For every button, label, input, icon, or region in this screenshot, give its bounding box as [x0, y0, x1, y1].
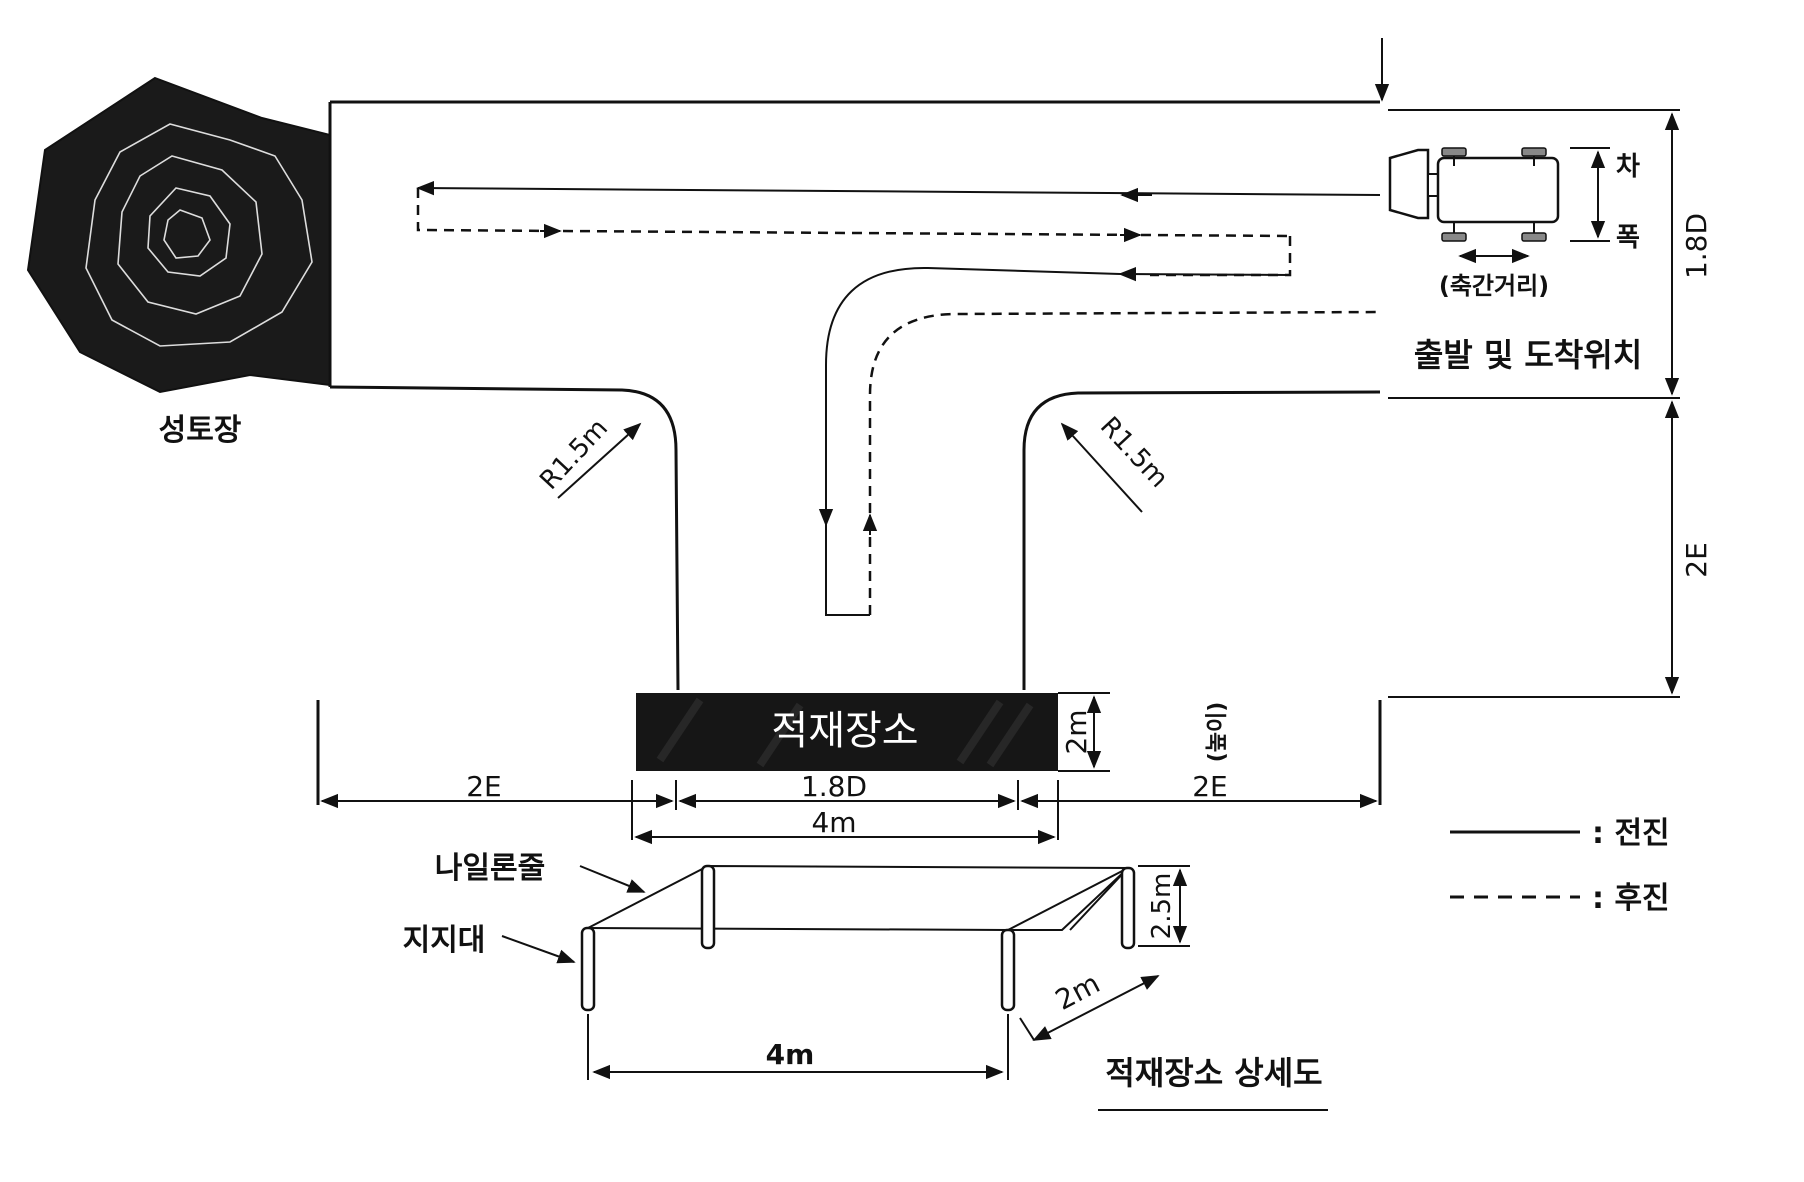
- radius-left-line: [557, 422, 642, 499]
- driving-paths: [416, 180, 1381, 616]
- stockpile-label: 성토장: [159, 413, 242, 448]
- bottom-dimension-lines: [320, 780, 1378, 845]
- stockpile-icon: [26, 76, 331, 394]
- dim-right-middle: 2E: [1680, 542, 1713, 578]
- support-post: [1120, 866, 1136, 950]
- radius-right-label: R1.5m: [1094, 411, 1174, 493]
- loading-height-label: 2m: [1060, 709, 1093, 754]
- dim-bottom-right: 2E: [1192, 770, 1228, 803]
- height-label: (높이): [1205, 702, 1230, 763]
- detail-depth-label: 2m: [1050, 966, 1105, 1016]
- loading-area-label: 적재장소: [771, 708, 918, 754]
- detail-height-label: 2.5m: [1147, 873, 1177, 940]
- dim-bottom-center: 1.8D: [801, 770, 867, 803]
- legend-forward-label: : 전진: [1592, 816, 1670, 851]
- dim-right-top: 1.8D: [1680, 213, 1713, 279]
- course-boundary: [316, 100, 1680, 805]
- dim-bottom-total: 4m: [811, 806, 856, 839]
- dim-bottom-left: 2E: [466, 770, 502, 803]
- vehicle-icon: [1388, 147, 1610, 264]
- support-post: [700, 864, 716, 950]
- support-post: [1000, 928, 1016, 1012]
- axle-distance-label: (축간거리): [1439, 272, 1549, 300]
- car-width-label-bottom: 폭: [1616, 223, 1640, 253]
- radius-right-line: [1060, 422, 1143, 513]
- car-width-label-top: 차: [1616, 152, 1640, 182]
- detail-width-label: 4m: [766, 1038, 815, 1071]
- start-end-label: 출발 및 도착위치: [1414, 336, 1642, 374]
- loading-detail-title: 적재장소 상세도: [1105, 1054, 1322, 1092]
- nylon-rope-label: 나일론줄: [435, 851, 545, 886]
- support-post: [580, 926, 596, 1012]
- legend-reverse-label: : 후진: [1592, 881, 1670, 916]
- loading-detail-drawing: [501, 864, 1190, 1080]
- loading-area-block: [636, 693, 1058, 771]
- support-label: 지지대: [403, 923, 486, 958]
